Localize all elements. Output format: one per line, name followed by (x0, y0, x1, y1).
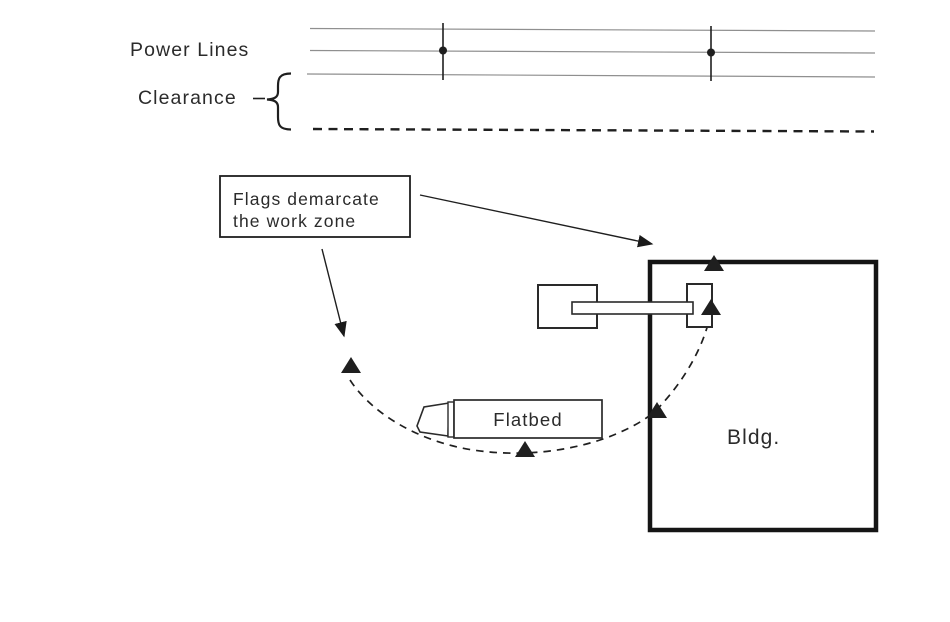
flag-marker (701, 299, 721, 315)
work-zone-flags (341, 255, 724, 457)
building: Bldg. (647, 259, 879, 533)
flag-note-text-line1: Flags demarcate (233, 189, 380, 209)
flag-marker (704, 255, 724, 271)
clearance-label: Clearance (138, 87, 237, 109)
truck-cab-separator (447, 401, 455, 438)
insulator-dot (707, 48, 715, 57)
insulator-dot (439, 46, 447, 55)
power-lines-label: Power Lines (130, 39, 249, 61)
work-zone-boundary (349, 315, 711, 454)
crane-boom (571, 301, 694, 315)
flatbed-label: Flatbed (493, 409, 562, 430)
clearance-boundary-dashed-line (312, 127, 875, 133)
power-lines-group (306, 23, 876, 81)
arrow-to-building-flag (419, 194, 654, 248)
clearance-brace (253, 72, 292, 131)
truck-cab (416, 402, 450, 437)
power-line (309, 27, 876, 32)
truck-trailer (453, 399, 603, 439)
flag-marker (341, 357, 361, 373)
power-line (306, 73, 876, 78)
arrow-to-left-flag (321, 248, 347, 338)
flag-note-text-line2: the work zone (233, 211, 356, 231)
flag-marker (647, 402, 667, 418)
crane-equipment (537, 283, 713, 329)
building-label: Bldg. (727, 426, 780, 449)
power-line (309, 49, 876, 54)
flag-marker (515, 441, 535, 457)
flag-note-box: Flags demarcate the work zone (219, 175, 411, 238)
flatbed-truck: Flatbed (416, 399, 603, 439)
